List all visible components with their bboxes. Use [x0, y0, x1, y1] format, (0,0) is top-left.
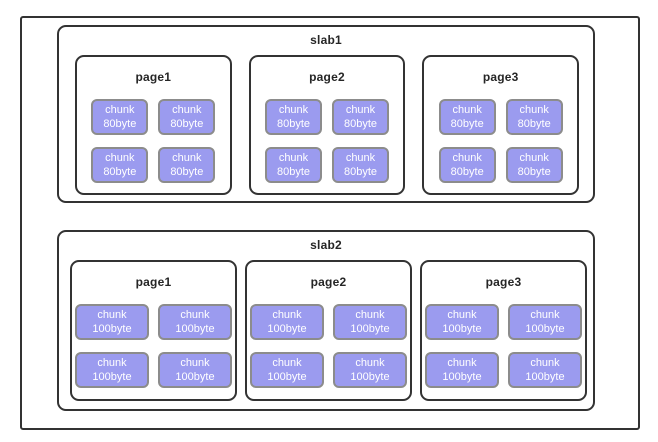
- chunk-size: 80byte: [517, 166, 551, 178]
- chunk-box: chunk 100byte: [250, 304, 324, 340]
- chunk-size: 80byte: [276, 166, 311, 178]
- chunk-name: chunk: [447, 357, 477, 369]
- page-title: page3: [485, 275, 522, 289]
- chunk-name: chunk: [530, 309, 560, 321]
- slab2-page1-box: page1 chunk 100byte chunk 100byte chunk 100…: [70, 260, 237, 401]
- slab2-pages-row: page1 chunk 100byte chunk 100byte chunk 100…: [59, 260, 593, 401]
- chunk-box: chunk 80byte: [438, 99, 496, 135]
- diagram-outer-frame: slab1 page1 chunk 80byte chunk 80byte chun…: [20, 16, 640, 430]
- chunk-box: chunk 80byte: [505, 99, 563, 135]
- chunk-size: 100byte: [442, 371, 482, 383]
- chunk-name: chunk: [519, 104, 549, 116]
- chunk-size: 100byte: [267, 371, 307, 383]
- chunk-name: chunk: [180, 309, 210, 321]
- chunk-size: 100byte: [92, 323, 132, 335]
- chunk-box: chunk 80byte: [265, 99, 322, 135]
- chunk-box: chunk 80byte: [332, 147, 389, 183]
- chunk-name: chunk: [272, 309, 302, 321]
- chunk-name: chunk: [355, 357, 385, 369]
- chunk-size: 100byte: [175, 371, 215, 383]
- chunk-name: chunk: [519, 152, 549, 164]
- chunk-box: chunk 100byte: [75, 304, 149, 340]
- chunk-size: 100byte: [267, 323, 307, 335]
- chunk-box: chunk 80byte: [332, 99, 389, 135]
- chunk-box: chunk 100byte: [508, 304, 582, 340]
- chunk-grid: chunk 100byte chunk 100byte chunk 100byte c…: [72, 304, 235, 388]
- chunk-box: chunk 100byte: [250, 352, 324, 388]
- slab1-page1-box: page1 chunk 80byte chunk 80byte chunk 80byt…: [75, 55, 232, 195]
- slab1-page3-box: page3 chunk 80byte chunk 80byte chunk 80byt…: [422, 55, 580, 195]
- chunk-size: 80byte: [343, 118, 378, 130]
- chunk-box: chunk 80byte: [438, 147, 496, 183]
- page-title: page1: [135, 70, 172, 84]
- chunk-name: chunk: [105, 152, 135, 164]
- chunk-box: chunk 100byte: [333, 352, 407, 388]
- slab2-page2-box: page2 chunk 100byte chunk 100byte chunk 100…: [245, 260, 412, 401]
- chunk-size: 100byte: [525, 323, 565, 335]
- chunk-grid: chunk 100byte chunk 100byte chunk 100byte c…: [247, 304, 410, 388]
- chunk-name: chunk: [97, 309, 127, 321]
- chunk-size: 80byte: [170, 118, 204, 130]
- chunk-grid: chunk 80byte chunk 80byte chunk 80byte chun…: [424, 99, 577, 183]
- chunk-size: 100byte: [350, 371, 390, 383]
- chunk-grid: chunk 80byte chunk 80byte chunk 80byte chun…: [251, 99, 404, 183]
- chunk-size: 80byte: [517, 118, 551, 130]
- page-title: page3: [482, 70, 519, 84]
- chunk-box: chunk 100byte: [158, 352, 232, 388]
- chunk-size: 100byte: [525, 371, 565, 383]
- chunk-size: 100byte: [350, 323, 390, 335]
- slab1-pages-row: page1 chunk 80byte chunk 80byte chunk 80byt…: [59, 55, 593, 195]
- chunk-name: chunk: [105, 104, 135, 116]
- chunk-name: chunk: [447, 309, 477, 321]
- chunk-box: chunk 80byte: [158, 99, 216, 135]
- page-title: page1: [135, 275, 172, 289]
- chunk-box: chunk 80byte: [265, 147, 322, 183]
- chunk-name: chunk: [172, 152, 202, 164]
- slab-title: slab1: [310, 33, 342, 47]
- slab2-page3-box: page3 chunk 100byte chunk 100byte chunk 100…: [420, 260, 587, 401]
- chunk-size: 80byte: [103, 118, 137, 130]
- slab1-box: slab1 page1 chunk 80byte chunk 80byte chun…: [57, 25, 595, 203]
- chunk-grid: chunk 100byte chunk 100byte chunk 100byte c…: [422, 304, 585, 388]
- slab-title: slab2: [310, 238, 342, 252]
- chunk-box: chunk 80byte: [91, 99, 149, 135]
- page-title: page2: [309, 70, 345, 84]
- chunk-box: chunk 100byte: [508, 352, 582, 388]
- chunk-name: chunk: [345, 152, 376, 164]
- chunk-name: chunk: [530, 357, 560, 369]
- chunk-size: 80byte: [276, 118, 311, 130]
- chunk-box: chunk 80byte: [158, 147, 216, 183]
- chunk-name: chunk: [272, 357, 302, 369]
- chunk-size: 100byte: [175, 323, 215, 335]
- chunk-name: chunk: [97, 357, 127, 369]
- chunk-size: 80byte: [450, 166, 484, 178]
- chunk-box: chunk 100byte: [425, 304, 499, 340]
- chunk-size: 80byte: [170, 166, 204, 178]
- chunk-name: chunk: [452, 152, 482, 164]
- chunk-size: 80byte: [450, 118, 484, 130]
- chunk-name: chunk: [180, 357, 210, 369]
- chunk-name: chunk: [278, 152, 309, 164]
- chunk-box: chunk 80byte: [505, 147, 563, 183]
- chunk-box: chunk 80byte: [91, 147, 149, 183]
- chunk-name: chunk: [355, 309, 385, 321]
- chunk-box: chunk 100byte: [425, 352, 499, 388]
- slab1-page2-box: page2 chunk 80byte chunk 80byte chunk 80byt…: [248, 55, 406, 195]
- chunk-box: chunk 100byte: [158, 304, 232, 340]
- chunk-size: 80byte: [343, 166, 378, 178]
- chunk-name: chunk: [452, 104, 482, 116]
- chunk-box: chunk 100byte: [333, 304, 407, 340]
- slab2-box: slab2 page1 chunk 100byte chunk 100byte ch…: [57, 230, 595, 411]
- chunk-name: chunk: [345, 104, 376, 116]
- chunk-size: 100byte: [442, 323, 482, 335]
- chunk-box: chunk 100byte: [75, 352, 149, 388]
- chunk-size: 80byte: [103, 166, 137, 178]
- chunk-grid: chunk 80byte chunk 80byte chunk 80byte chun…: [77, 99, 230, 183]
- chunk-size: 100byte: [92, 371, 132, 383]
- chunk-name: chunk: [278, 104, 309, 116]
- page-title: page2: [310, 275, 347, 289]
- chunk-name: chunk: [172, 104, 202, 116]
